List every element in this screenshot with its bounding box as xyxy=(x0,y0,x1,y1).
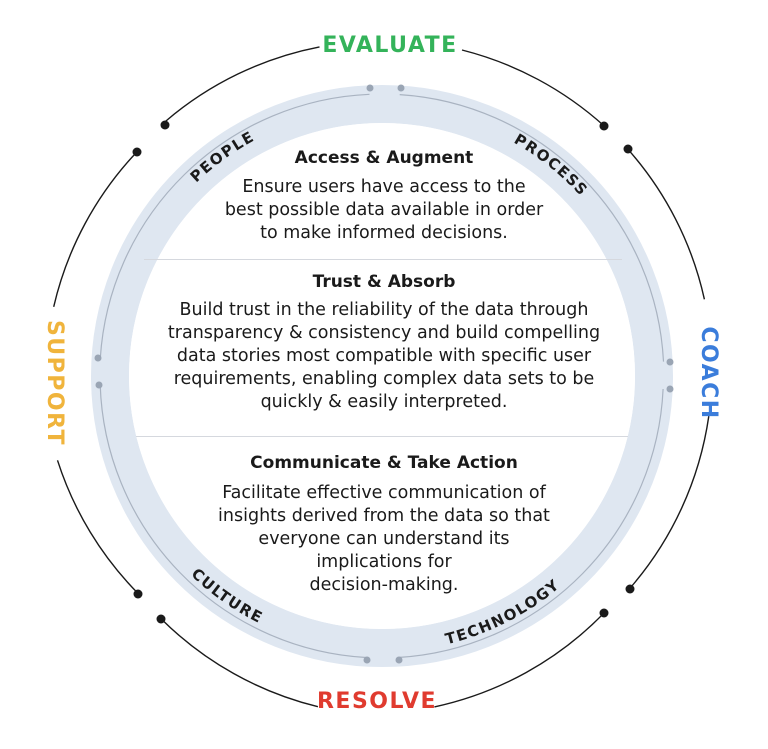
label-support: SUPPORT xyxy=(42,320,67,446)
body-line: decision-making. xyxy=(309,575,459,595)
body-line: requirements, enabling complex data sets… xyxy=(173,369,595,389)
outer-arc-resolve-left xyxy=(160,618,319,708)
ring-dot xyxy=(95,381,103,389)
section-divider xyxy=(144,259,622,260)
section-body-trust-absorb: Build trust in the reliability of the da… xyxy=(0,299,768,414)
outer-arc-endpoints xyxy=(132,120,635,624)
body-line: transparency & consistency and build com… xyxy=(167,323,601,343)
inner-ring-dots xyxy=(94,84,674,664)
ring-dot xyxy=(666,358,674,366)
outer-arc-coach-top xyxy=(626,148,706,300)
arc-endpoint-dot xyxy=(133,589,143,599)
outer-arc-resolve-right xyxy=(434,612,605,708)
body-line: data stories most compatible with specif… xyxy=(176,346,592,366)
outer-ring-band xyxy=(91,85,673,667)
body-line: best possible data available in order xyxy=(224,200,544,220)
body-line: everyone can understand its xyxy=(258,529,510,549)
body-line: Build trust in the reliability of the da… xyxy=(179,300,589,320)
ring-dot xyxy=(666,385,674,393)
outer-arc-support-bottom xyxy=(56,460,140,595)
arc-endpoint-dot xyxy=(160,120,170,130)
section-title-trust-absorb: Trust & Absorb xyxy=(312,272,456,292)
label-evaluate: EVALUATE xyxy=(322,33,457,58)
body-line: to make informed decisions. xyxy=(260,223,508,243)
outer-arc-evaluate-left xyxy=(165,46,320,122)
body-line: implications for xyxy=(316,552,452,572)
arc-endpoint-dot xyxy=(599,608,609,618)
body-line: Facilitate effective communication of xyxy=(222,483,546,503)
body-line: quickly & easily interpreted. xyxy=(260,392,508,412)
outer-arc-evaluate-right xyxy=(461,49,605,127)
body-line: insights derived from the data so that xyxy=(218,506,550,526)
section-title-access-augment: Access & Augment xyxy=(294,148,474,168)
arc-endpoint-dot xyxy=(156,614,166,624)
ring-dot xyxy=(395,656,403,664)
ring-dot xyxy=(363,656,371,664)
arc-endpoint-dot xyxy=(132,147,142,157)
ring-arc-bottom-left xyxy=(99,384,367,659)
inner-ring-arcs xyxy=(99,93,665,659)
label-coach: COACH xyxy=(696,326,721,419)
arc-endpoint-dot xyxy=(623,144,633,154)
ring-dot xyxy=(366,84,374,92)
section-title-communicate: Communicate & Take Action xyxy=(250,453,518,473)
ring-dot xyxy=(94,354,102,362)
outer-arc-coach-bottom xyxy=(629,415,710,590)
ring-arc-top-right xyxy=(399,94,665,362)
outer-arcs xyxy=(53,46,710,708)
ring-dot xyxy=(397,84,405,92)
body-line: Ensure users have access to the xyxy=(242,177,526,197)
section-divider xyxy=(136,436,628,437)
outer-arc-support-top xyxy=(53,151,138,307)
ring-arc-bottom-right xyxy=(399,388,664,658)
section-body-access-augment: Ensure users have access to the best pos… xyxy=(0,176,768,245)
inner-disk xyxy=(129,123,635,629)
arc-endpoint-dot xyxy=(625,584,635,594)
arc-endpoint-dot xyxy=(599,121,609,131)
ring-arc-top-left xyxy=(99,93,370,359)
section-body-communicate: Facilitate effective communication of in… xyxy=(0,482,768,597)
label-resolve: RESOLVE xyxy=(317,689,437,714)
